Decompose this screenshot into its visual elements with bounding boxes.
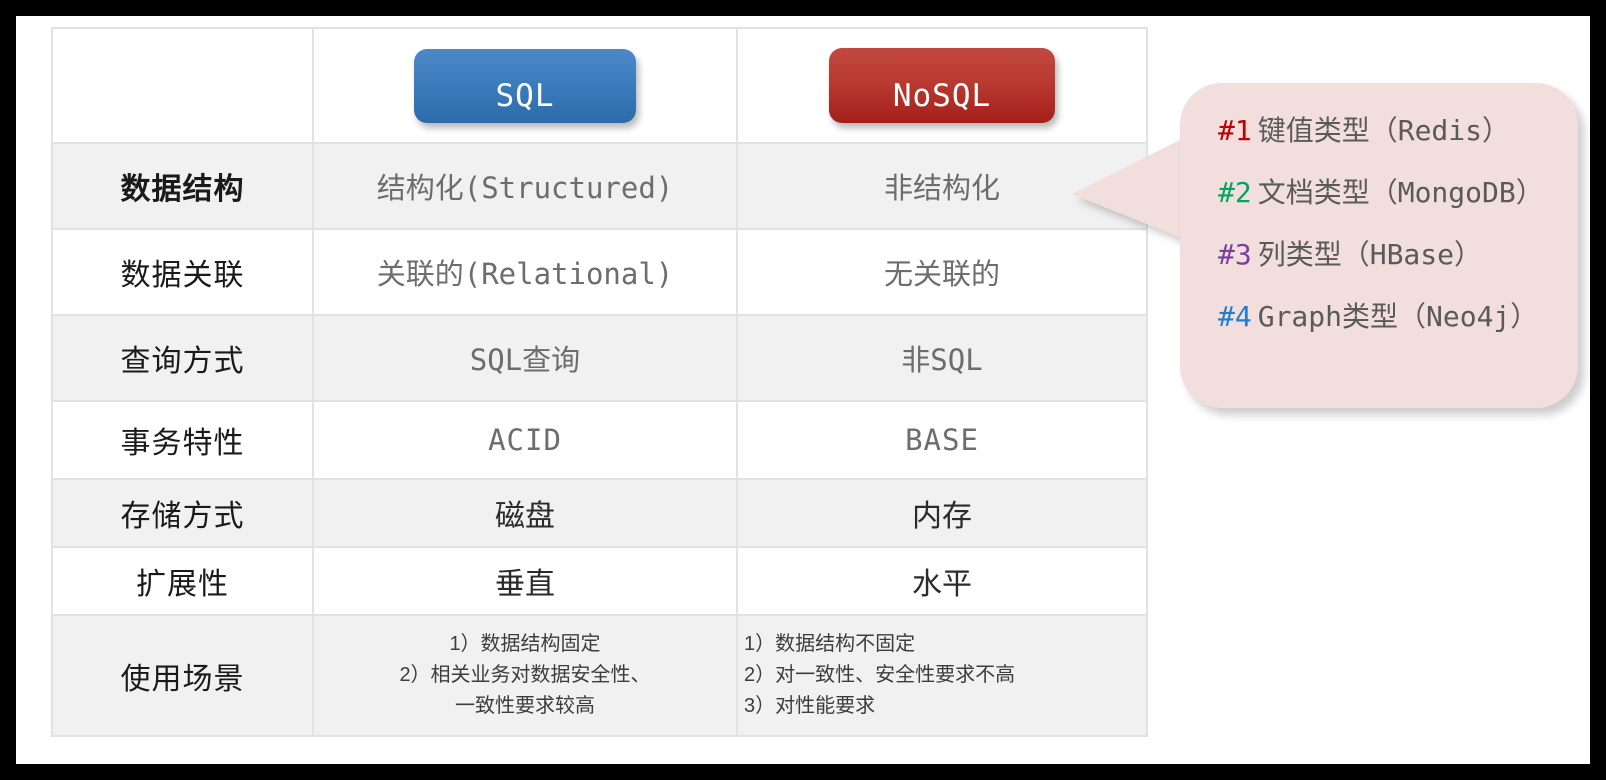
sql-button[interactable]: SQL bbox=[414, 48, 636, 123]
slide-canvas: SQL NoSQL 数据结构 结构化(Structured) 非结构化 数据关联… bbox=[16, 16, 1590, 764]
row-label: 使用场景 bbox=[51, 614, 314, 737]
row-label: 查询方式 bbox=[51, 314, 314, 402]
table-row: 事务特性 ACID BASE bbox=[51, 400, 1148, 480]
row-sql-value: SQL查询 bbox=[312, 314, 738, 402]
table-row: 存储方式 磁盘 内存 bbox=[51, 478, 1148, 548]
callout-tail-icon bbox=[1072, 129, 1202, 246]
table-row: 扩展性 垂直 水平 bbox=[51, 546, 1148, 616]
row-label: 存储方式 bbox=[51, 478, 314, 548]
row-nosql-value: 非结构化 bbox=[736, 142, 1148, 230]
table-row-scenario: 使用场景 1）数据结构固定 2）相关业务对数据安全性、 一致性要求较高 1）数据… bbox=[51, 614, 1148, 737]
row-nosql-value: 非SQL bbox=[736, 314, 1148, 402]
table-row: 查询方式 SQL查询 非SQL bbox=[51, 314, 1148, 402]
row-sql-value: 垂直 bbox=[312, 546, 738, 616]
row-label: 数据关联 bbox=[51, 228, 314, 316]
sql-vs-nosql-comparison-table: SQL NoSQL 数据结构 结构化(Structured) 非结构化 数据关联… bbox=[51, 27, 1148, 737]
callout-text-4: Graph类型（Neo4j） bbox=[1257, 300, 1539, 333]
callout-tag-2: #2 bbox=[1218, 176, 1252, 209]
row-nosql-value: 水平 bbox=[736, 546, 1148, 616]
callout-tag-3: #3 bbox=[1218, 238, 1252, 271]
row-label: 数据结构 bbox=[51, 142, 314, 230]
row-nosql-value: BASE bbox=[736, 400, 1148, 480]
nosql-button[interactable]: NoSQL bbox=[829, 48, 1055, 123]
row-label: 事务特性 bbox=[51, 400, 314, 480]
row-nosql-value: 1）数据结构不固定 2）对一致性、安全性要求不高 3）对性能要求 bbox=[736, 614, 1148, 737]
row-sql-value: 结构化(Structured) bbox=[312, 142, 738, 230]
table-header-row: SQL NoSQL bbox=[51, 27, 1148, 144]
callout-text-3: 列类型（HBase） bbox=[1257, 238, 1483, 271]
callout-tag-1: #1 bbox=[1218, 114, 1252, 147]
header-blank-cell bbox=[51, 27, 314, 144]
header-nosql-cell: NoSQL bbox=[736, 27, 1148, 144]
callout-text-1: 键值类型（Redis） bbox=[1257, 114, 1511, 147]
row-sql-value: 磁盘 bbox=[312, 478, 738, 548]
row-sql-value: ACID bbox=[312, 400, 738, 480]
row-sql-value: 1）数据结构固定 2）相关业务对数据安全性、 一致性要求较高 bbox=[312, 614, 738, 737]
row-label: 扩展性 bbox=[51, 546, 314, 616]
table-row: 数据结构 结构化(Structured) 非结构化 bbox=[51, 142, 1148, 230]
table-row: 数据关联 关联的(Relational) 无关联的 bbox=[51, 228, 1148, 316]
row-nosql-value: 内存 bbox=[736, 478, 1148, 548]
callout-tag-4: #4 bbox=[1218, 300, 1252, 333]
row-nosql-value: 无关联的 bbox=[736, 228, 1148, 316]
header-sql-cell: SQL bbox=[312, 27, 738, 144]
row-sql-value: 关联的(Relational) bbox=[312, 228, 738, 316]
callout-text-2: 文档类型（MongoDB） bbox=[1257, 176, 1544, 209]
